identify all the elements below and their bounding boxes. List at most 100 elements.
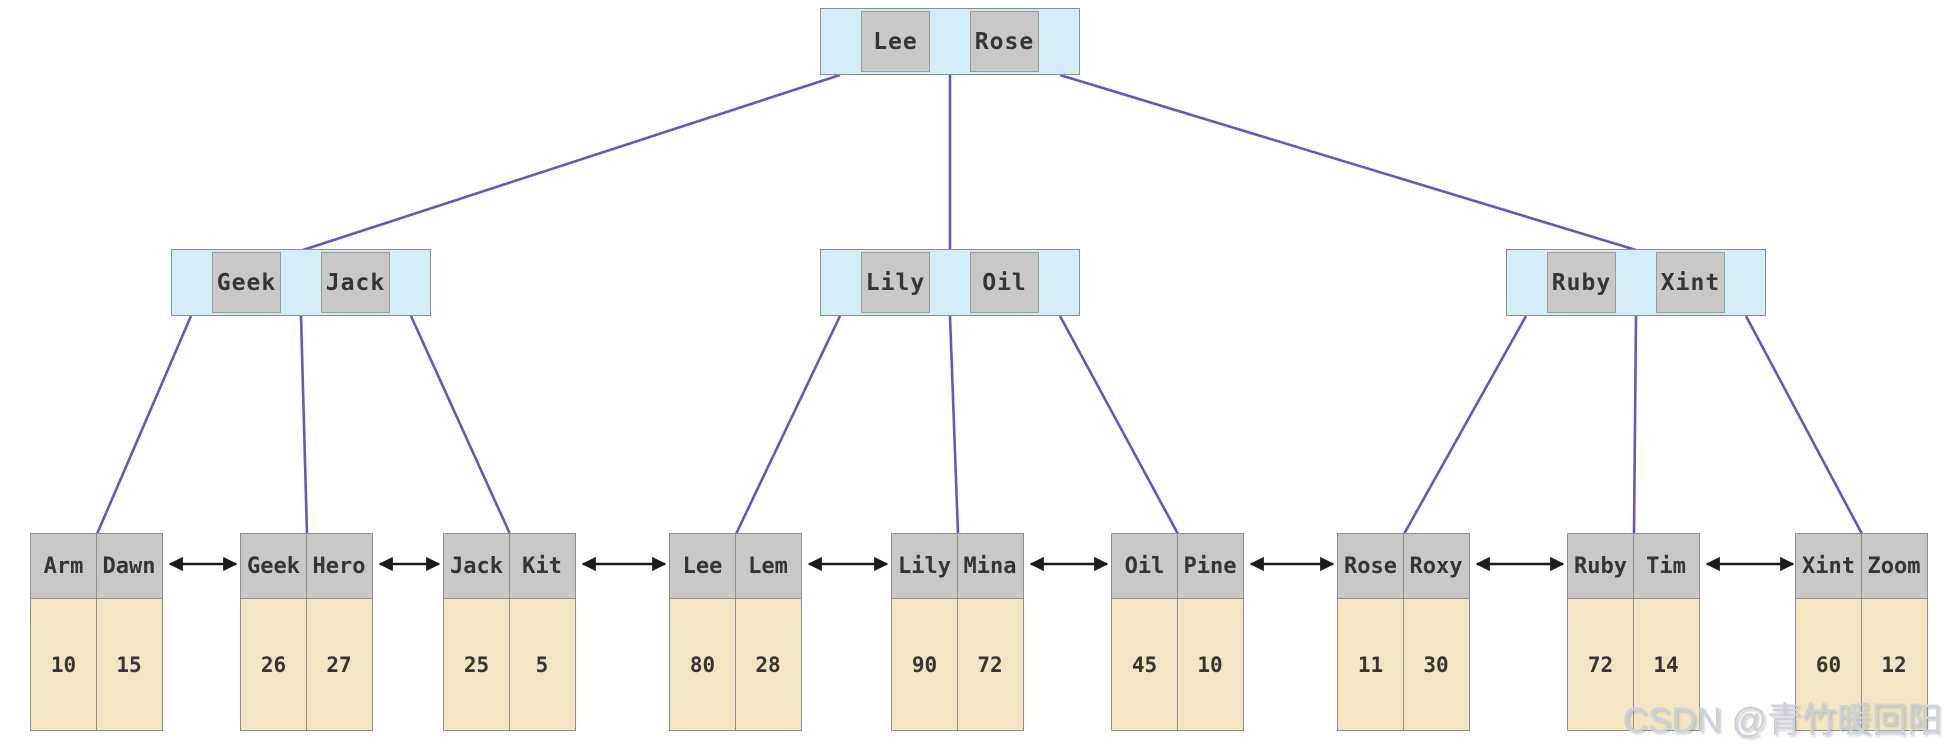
leaf-node-arm-dawn: Arm 10 Dawn 15 xyxy=(30,533,163,731)
edge-geekjack-to-geekhero xyxy=(299,315,309,535)
leaf-value: 5 xyxy=(509,599,575,730)
leaf-value: 30 xyxy=(1403,599,1469,730)
internal-node-lily-oil: Lily Oil xyxy=(820,249,1080,316)
leaf-node-oil-pine: Oil 45 Pine 10 xyxy=(1111,533,1244,731)
pointer-cell xyxy=(930,250,970,315)
leaf-key: Kit xyxy=(509,534,575,599)
leaf-key: Oil xyxy=(1112,534,1177,599)
leaf-column: Tim 14 xyxy=(1632,533,1700,731)
leaf-key: Mina xyxy=(957,534,1023,599)
leaf-key: Zoom xyxy=(1861,534,1927,599)
leaf-column: Arm 10 xyxy=(30,533,97,731)
leaf-column: Lem 28 xyxy=(734,533,802,731)
leaf-column: Dawn 15 xyxy=(95,533,163,731)
leaf-column: Roxy 30 xyxy=(1402,533,1470,731)
leaf-value: 45 xyxy=(1112,599,1177,730)
leaf-column: Pine 10 xyxy=(1176,533,1244,731)
pointer-cell xyxy=(390,250,430,315)
leaf-key: Rose xyxy=(1338,534,1403,599)
leaf-node-xint-zoom: Xint 60 Zoom 12 xyxy=(1795,533,1928,731)
leaf-key: Dawn xyxy=(96,534,162,599)
leaf-key: Lem xyxy=(735,534,801,599)
leaf-key: Pine xyxy=(1177,534,1243,599)
internal-node-ruby-xint: Ruby Xint xyxy=(1506,249,1766,316)
leaf-key: Lily xyxy=(892,534,957,599)
key-cell: Oil xyxy=(970,252,1039,313)
leaf-column: Rose 11 xyxy=(1337,533,1404,731)
leaf-column: Jack 25 xyxy=(443,533,510,731)
leaf-column: Zoom 12 xyxy=(1860,533,1928,731)
leaf-value: 72 xyxy=(957,599,1023,730)
leaf-value: 14 xyxy=(1633,599,1699,730)
leaf-key: Jack xyxy=(444,534,509,599)
leaf-column: Hero 27 xyxy=(305,533,373,731)
edge-geekjack-to-armdawn xyxy=(95,315,193,535)
leaf-column: Geek 26 xyxy=(240,533,307,731)
pointer-cell xyxy=(1725,250,1765,315)
leaf-value: 60 xyxy=(1796,599,1861,730)
leaf-column: Ruby 72 xyxy=(1567,533,1634,731)
leaf-value: 80 xyxy=(670,599,735,730)
leaf-node-lee-lem: Lee 80 Lem 28 xyxy=(669,533,802,731)
pointer-cell xyxy=(1039,9,1079,74)
key-cell: Lily xyxy=(861,252,930,313)
leaf-value: 12 xyxy=(1861,599,1927,730)
leaf-column: Mina 72 xyxy=(956,533,1024,731)
pointer-cell xyxy=(821,250,861,315)
edge-root-to-ruby-xint xyxy=(1059,73,1637,252)
key-cell: Jack xyxy=(321,252,390,313)
leaf-value: 10 xyxy=(1177,599,1243,730)
edge-rubyxint-to-xintzoom xyxy=(1744,315,1864,535)
leaf-key: Hero xyxy=(306,534,372,599)
pointer-cell xyxy=(1616,250,1656,315)
watermark: CSDN @青竹暖回阳 xyxy=(1622,701,1942,740)
leaf-value: 10 xyxy=(31,599,96,730)
edge-root-to-geek-jack xyxy=(302,73,841,252)
leaf-value: 15 xyxy=(96,599,162,730)
leaf-key: Xint xyxy=(1796,534,1861,599)
leaf-value: 26 xyxy=(241,599,306,730)
edge-lilyoil-to-leelem xyxy=(734,315,842,535)
root-node: Lee Rose xyxy=(820,8,1080,75)
leaf-value: 90 xyxy=(892,599,957,730)
edge-rubyxint-to-roseroxy xyxy=(1402,315,1528,535)
leaf-key: Ruby xyxy=(1568,534,1633,599)
pointer-cell xyxy=(281,250,321,315)
leaf-column: Lee 80 xyxy=(669,533,736,731)
leaf-value: 25 xyxy=(444,599,509,730)
leaf-key: Tim xyxy=(1633,534,1699,599)
leaf-key: Roxy xyxy=(1403,534,1469,599)
leaf-node-jack-kit: Jack 25 Kit 5 xyxy=(443,533,576,731)
leaf-node-rose-roxy: Rose 11 Roxy 30 xyxy=(1337,533,1470,731)
pointer-cell xyxy=(172,250,212,315)
pointer-cell xyxy=(821,9,861,74)
leaf-column: Kit 5 xyxy=(508,533,576,731)
internal-node-geek-jack: Geek Jack xyxy=(171,249,431,316)
key-cell: Ruby xyxy=(1547,252,1616,313)
edge-rubyxint-to-rubytim xyxy=(1632,315,1638,535)
leaf-key: Lee xyxy=(670,534,735,599)
leaf-node-geek-hero: Geek 26 Hero 27 xyxy=(240,533,373,731)
edge-lilyoil-to-oilpine xyxy=(1058,315,1180,535)
leaf-value: 11 xyxy=(1338,599,1403,730)
pointer-cell xyxy=(1507,250,1547,315)
pointer-cell xyxy=(1039,250,1079,315)
leaf-key: Geek xyxy=(241,534,306,599)
leaf-column: Oil 45 xyxy=(1111,533,1178,731)
leaf-column: Xint 60 xyxy=(1795,533,1862,731)
leaf-value: 27 xyxy=(306,599,372,730)
leaf-node-ruby-tim: Ruby 72 Tim 14 xyxy=(1567,533,1700,731)
leaf-column: Lily 90 xyxy=(891,533,958,731)
key-cell: Geek xyxy=(212,252,281,313)
leaf-value: 28 xyxy=(735,599,801,730)
key-cell: Rose xyxy=(970,11,1039,72)
leaf-node-lily-mina: Lily 90 Mina 72 xyxy=(891,533,1024,731)
edge-geekjack-to-jackkit xyxy=(409,315,512,535)
key-cell: Lee xyxy=(861,11,930,72)
pointer-cell xyxy=(930,9,970,74)
edge-lilyoil-to-lilymina xyxy=(948,315,960,535)
key-cell: Xint xyxy=(1656,252,1725,313)
leaf-value: 72 xyxy=(1568,599,1633,730)
